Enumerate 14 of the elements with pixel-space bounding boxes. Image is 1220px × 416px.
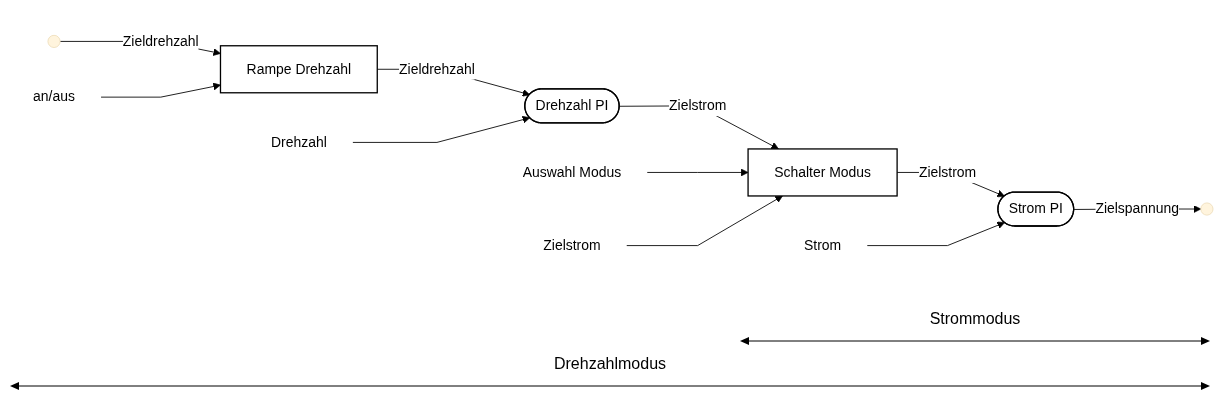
mode-label: Strommodus bbox=[929, 310, 1021, 328]
edge-label: Zielspannung bbox=[1095, 201, 1180, 216]
node-text: an/aus bbox=[33, 89, 75, 105]
mode-label: Drehzahlmodus bbox=[553, 355, 667, 373]
node-text: Strom bbox=[804, 237, 842, 253]
node-text: Drehzahl bbox=[270, 134, 327, 150]
node-text: Zielstrom bbox=[543, 237, 601, 253]
edge-label: Zielstrom bbox=[918, 164, 977, 180]
node-box: Rampe Drehzahl bbox=[219, 45, 378, 94]
node-box: Schalter Modus bbox=[747, 148, 898, 197]
edge-label: Zieldrehzahl bbox=[122, 33, 199, 49]
edge-label: Zieldrehzahl bbox=[399, 61, 475, 77]
node-text: Auswahl Modus bbox=[522, 164, 622, 180]
edge-label: Zielstrom bbox=[669, 97, 727, 113]
